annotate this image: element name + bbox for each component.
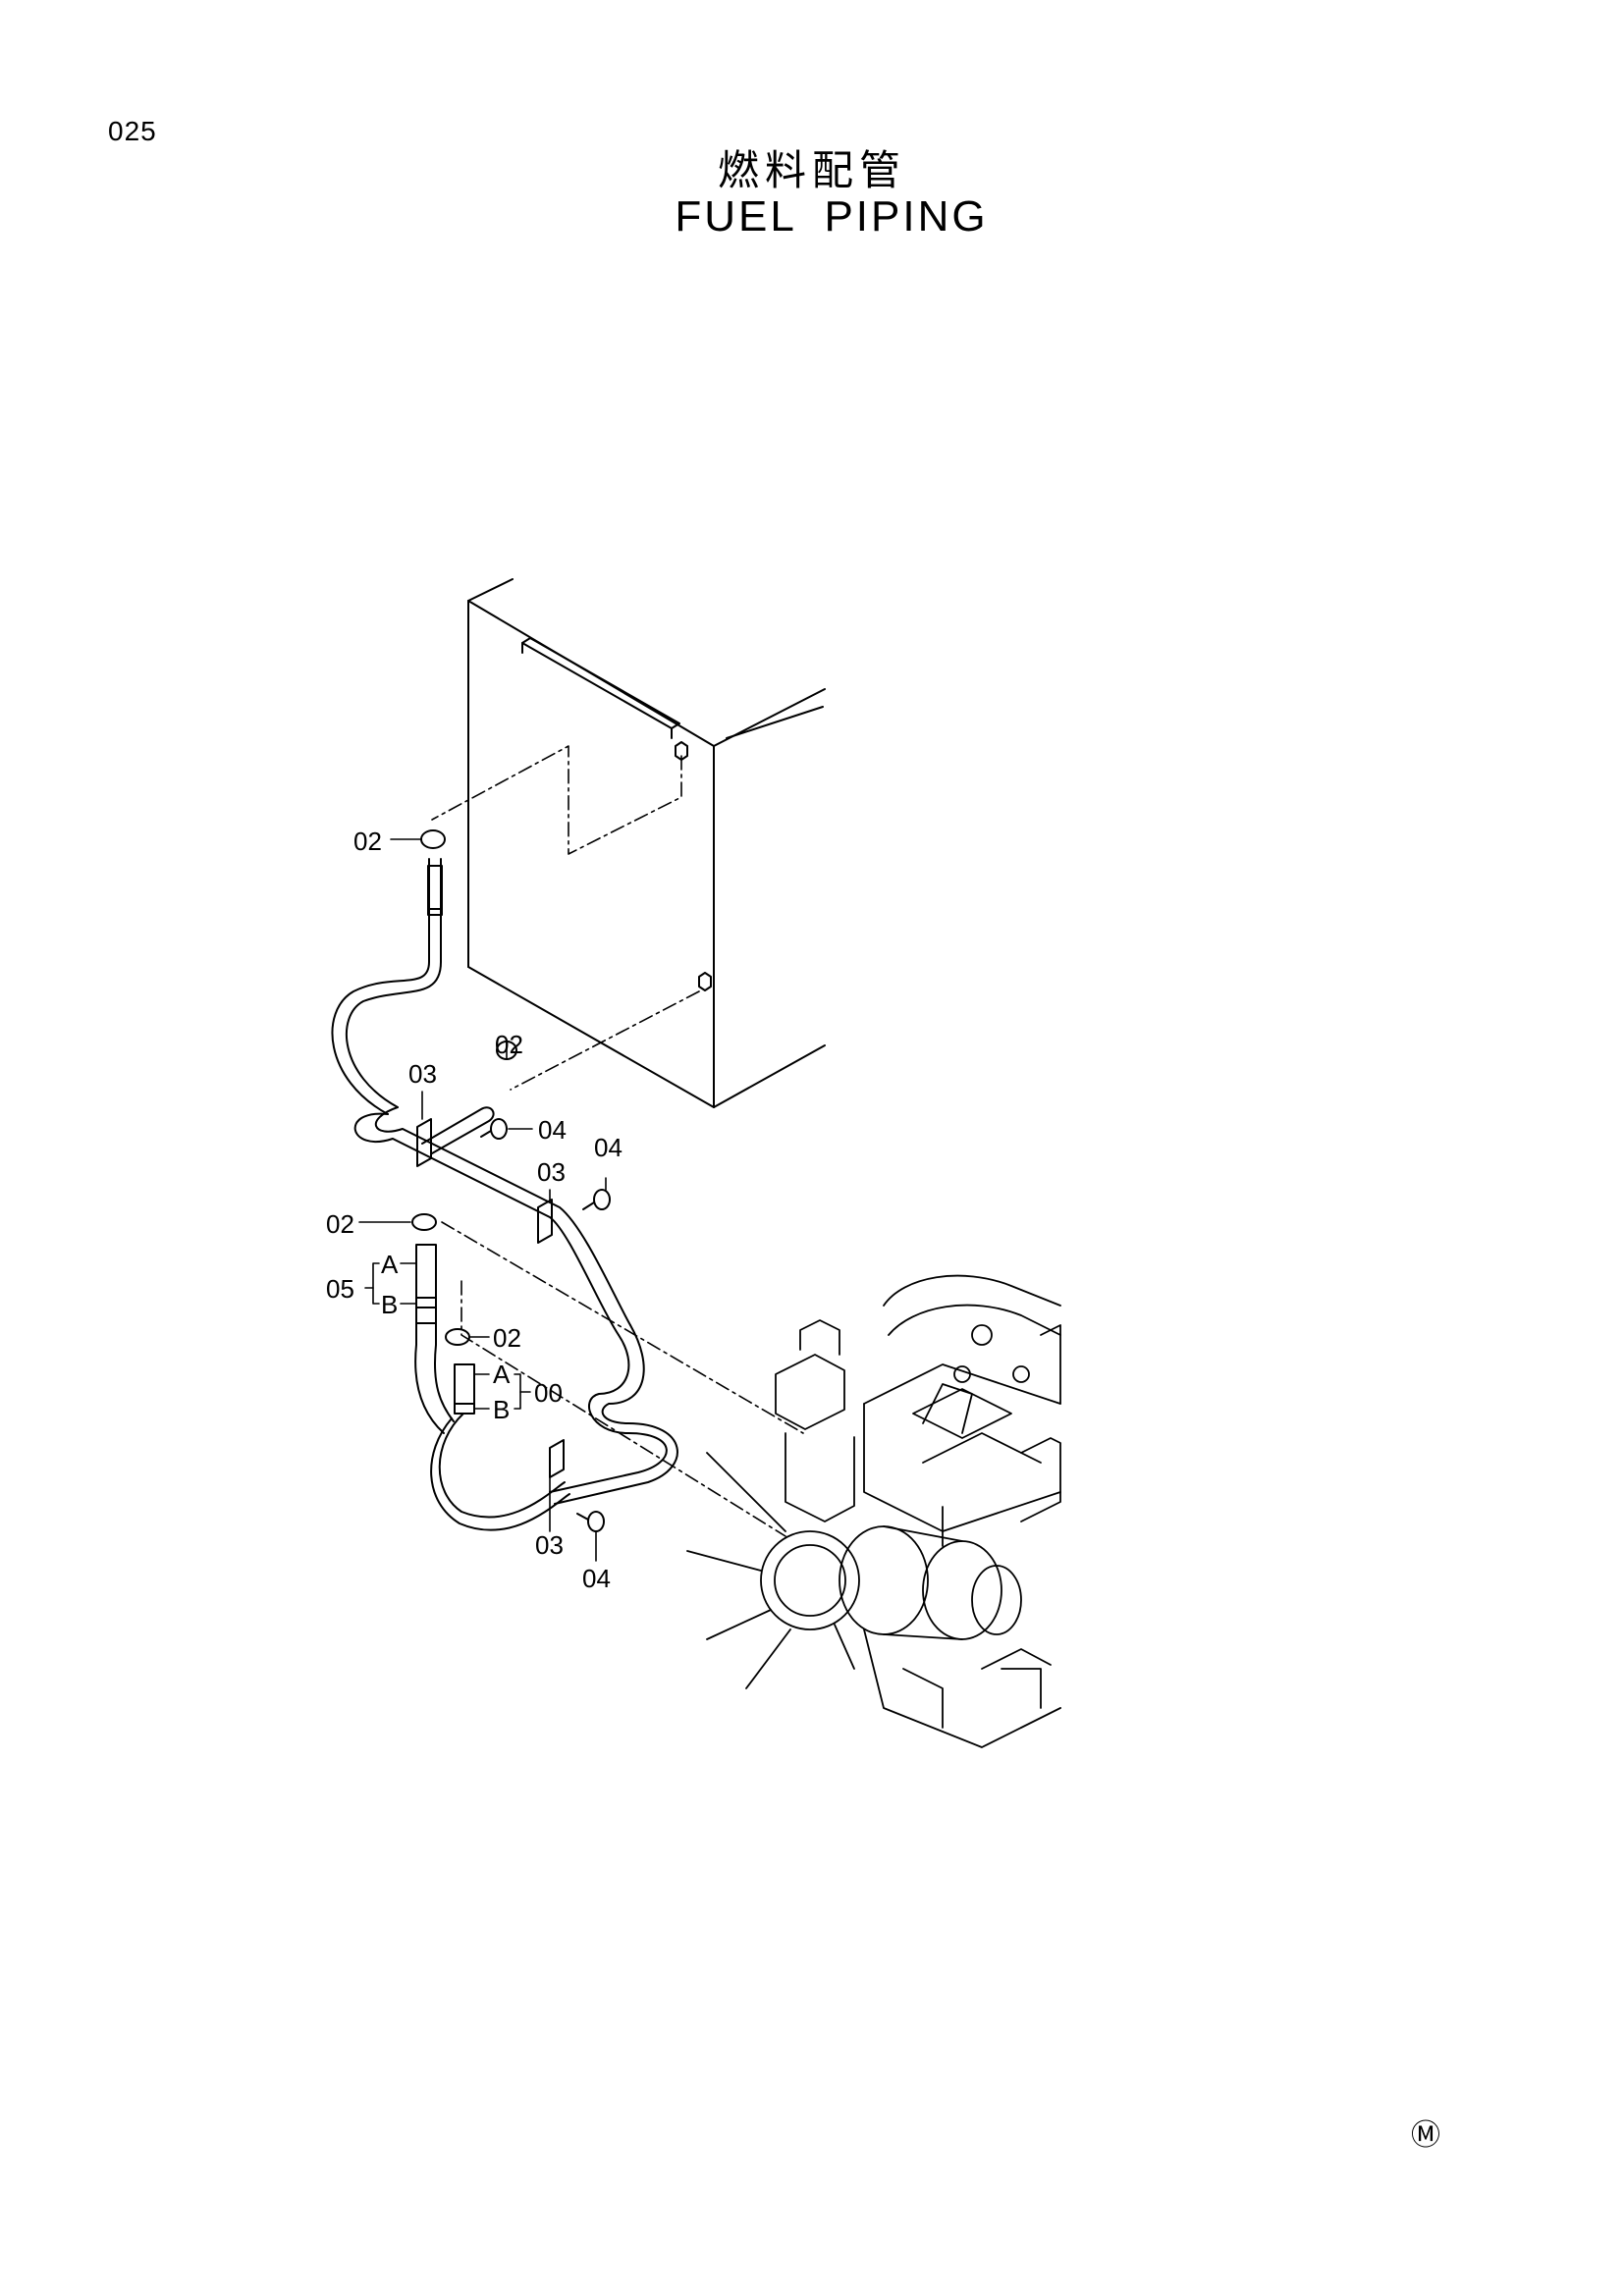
callout-00-b: B (493, 1395, 510, 1424)
callout-02-mid: 02 (495, 1030, 523, 1059)
callout-lines (358, 838, 607, 1562)
callout-04-low: 04 (582, 1564, 611, 1593)
callout-04-mid: 04 (594, 1133, 623, 1162)
leader-lines (431, 745, 804, 1537)
callout-02-left: 02 (326, 1209, 354, 1239)
callout-03-low: 03 (535, 1530, 564, 1560)
callout-02-low: 02 (493, 1323, 521, 1353)
clips (416, 1118, 565, 1478)
callout-03-mid: 03 (537, 1157, 566, 1187)
page-title-japanese: 燃料配管 (717, 146, 906, 194)
callout-03-upper: 03 (408, 1059, 437, 1089)
callout-02-top: 02 (353, 827, 382, 856)
page-code: 025 (108, 116, 157, 146)
callout-05-b: B (381, 1290, 398, 1319)
callout-04-upper: 04 (538, 1115, 567, 1145)
fuel-tank (467, 578, 826, 1108)
callout-05-a: A (381, 1250, 399, 1279)
engine (686, 1274, 1061, 1748)
callout-00: 00 (534, 1378, 563, 1408)
callout-05: 05 (326, 1274, 354, 1304)
fuel-hoses (331, 858, 678, 1531)
manufacturer-mark: Ⓜ (1411, 2119, 1440, 2152)
callout-labels: 02 02 03 04 03 04 02 05 A B 02 A B 00 03… (326, 827, 623, 1593)
callout-00-a: A (493, 1360, 511, 1389)
page-title: FUEL PIPING (675, 192, 989, 240)
